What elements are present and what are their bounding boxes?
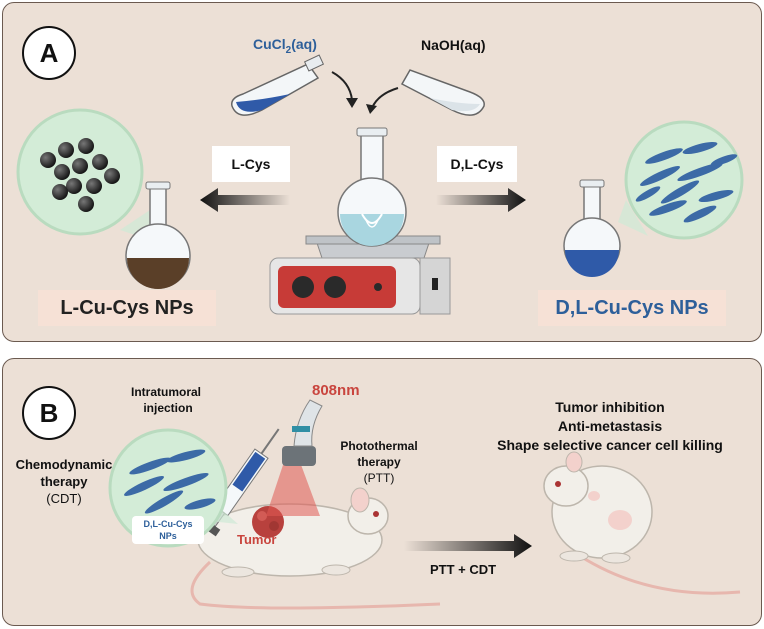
- ptt-label: Photothermal therapy (PTT): [340, 439, 418, 485]
- outcome-shape-selective: Shape selective cancer cell killing: [497, 437, 723, 453]
- right-arrow-icon: [436, 188, 526, 212]
- brown-product-flask-icon: [125, 181, 191, 289]
- naoh-flask-icon: [400, 69, 485, 116]
- dl-cu-cys-nps-label: D,L-Cu-Cys NPs: [538, 290, 726, 326]
- hotplate-stirrer-icon: [269, 235, 451, 315]
- reagent-cucl2-label: CuCl2(aq): [253, 36, 317, 56]
- spherical-nanoparticles-icon: [16, 108, 150, 240]
- reagent-naoh-label: NaOH(aq): [421, 37, 486, 53]
- cdt-label: Chemodynamic therapy (CDT): [15, 457, 113, 506]
- reaction-flask-icon: [337, 127, 407, 247]
- ptt-cdt-arrow-icon: [404, 534, 532, 558]
- outcomes-list: Tumor inhibition Anti-metastasis Shape s…: [470, 398, 750, 455]
- nanoparticles-zoom-icon: [108, 428, 238, 548]
- outcome-anti-metastasis: Anti-metastasis: [557, 418, 663, 434]
- tumor-mouse-icon: [190, 487, 441, 610]
- injection-label: Intratumoral injection: [131, 385, 202, 415]
- panel-b-badge: B: [22, 386, 76, 440]
- outcome-tumor-inhibition: Tumor inhibition: [555, 399, 665, 415]
- tumor-label: Tumor: [237, 532, 277, 547]
- dl-cys-label: D,L-Cys: [437, 146, 517, 182]
- healthy-mouse-icon: [543, 451, 741, 595]
- blue-product-flask-icon: [563, 179, 621, 277]
- rod-nanoparticles-icon: [618, 120, 744, 240]
- np-label: D,L-Cu-Cys NPs: [143, 519, 193, 541]
- l-cu-cys-nps-label: L-Cu-Cys NPs: [38, 290, 216, 326]
- cucl2-flask-icon: [230, 54, 325, 116]
- l-cys-label: L-Cys: [212, 146, 290, 182]
- left-arrow-icon: [200, 188, 290, 212]
- ptt-cdt-label: PTT + CDT: [430, 562, 497, 577]
- wavelength-label: 808nm: [312, 382, 360, 399]
- panel-a-badge: A: [22, 26, 76, 80]
- laser-probe-icon: [266, 399, 323, 516]
